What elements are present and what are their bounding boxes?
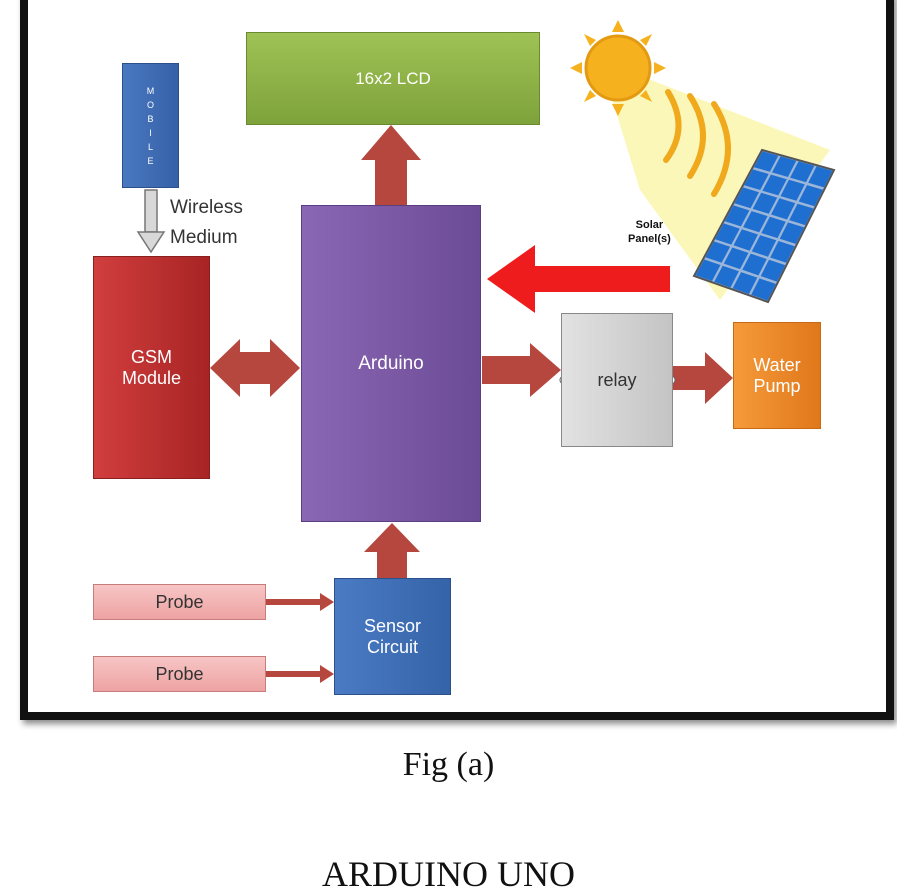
pump-line-1: Water: [753, 354, 801, 375]
sensor-circuit-block: Sensor Circuit: [334, 578, 451, 695]
solar-cell: [744, 169, 769, 190]
solar-cell: [743, 211, 768, 233]
mobile-letter: M: [146, 85, 155, 96]
mobile-label: M O B I L E: [147, 84, 155, 168]
solar-cell: [695, 259, 721, 281]
solar-cell: [751, 235, 777, 257]
sensor-arrow: [364, 523, 420, 578]
mobile-letter: O: [146, 99, 154, 110]
solar-line-2: Panel(s): [628, 233, 671, 245]
solar-cell: [742, 253, 767, 276]
solar-power-arrow: [487, 245, 670, 313]
relay-block: relay: [561, 313, 673, 447]
solar-cell: [798, 185, 823, 207]
sun-rays-icon: [663, 89, 731, 197]
sensor-line-2: Circuit: [366, 636, 418, 657]
wireless-arrow: [136, 189, 166, 254]
solar-cell: [772, 156, 797, 177]
probe-label: Probe: [155, 663, 204, 684]
solar-line-1: Solar: [635, 219, 664, 231]
probe-block-1: Probe: [93, 584, 266, 620]
lcd-arrow: [361, 125, 421, 205]
solar-cell: [790, 161, 815, 183]
solar-panel-icon: [692, 148, 836, 304]
probe-label: Probe: [155, 591, 204, 612]
solar-panel-label: Solar Panel(s): [628, 218, 671, 246]
gsm-line-1: GSM: [130, 346, 172, 367]
solar-cell: [760, 259, 786, 282]
mobile-block: M O B I L E: [122, 63, 179, 188]
solar-cell: [771, 198, 796, 220]
solar-cell: [789, 203, 814, 226]
solar-cell: [705, 241, 731, 263]
gsm-line-2: Module: [121, 367, 182, 388]
arduino-label: Arduino: [358, 352, 424, 374]
probe-block-2: Probe: [93, 656, 266, 692]
page-title: ARDUINO UNO: [322, 854, 575, 894]
solar-cell: [780, 179, 805, 201]
gsm-module-block: GSM Module: [93, 256, 210, 479]
water-pump-block: Water Pump: [733, 322, 821, 429]
solar-cell: [754, 151, 779, 172]
relay-arrow: [482, 343, 561, 397]
solar-cell: [752, 192, 778, 214]
solar-cell: [723, 247, 749, 270]
lcd-block: 16x2 LCD: [246, 32, 540, 125]
sun-icon: [570, 20, 666, 116]
solar-cell: [715, 223, 740, 245]
solar-cell: [733, 229, 758, 251]
solar-cell: [734, 187, 759, 209]
mobile-letter: I: [149, 127, 152, 138]
mobile-letter: L: [147, 141, 153, 152]
solar-cell: [761, 216, 786, 239]
figure-caption: Fig (a): [402, 746, 495, 783]
wireless-line-1: Wireless: [170, 197, 243, 218]
sun-beam: [600, 60, 830, 300]
relay-label: relay: [597, 369, 637, 390]
lcd-label: 16x2 LCD: [355, 68, 431, 88]
solar-cell: [724, 205, 750, 227]
solar-cell: [762, 174, 787, 196]
solar-cell: [770, 241, 795, 263]
solar-cell: [732, 272, 758, 294]
wireless-medium-label: Wireless Medium: [170, 193, 243, 253]
arduino-block: Arduino: [301, 205, 481, 522]
gsm-arduino-arrow: [210, 339, 300, 397]
mobile-letter: E: [147, 155, 154, 166]
mobile-letter: B: [147, 113, 154, 124]
probe-arrows: [266, 593, 334, 683]
pump-line-2: Pump: [753, 375, 801, 396]
pump-arrow: [673, 352, 733, 404]
sensor-line-1: Sensor: [363, 615, 422, 636]
solar-cell: [714, 265, 739, 288]
wireless-line-2: Medium: [170, 227, 238, 248]
solar-cell: [779, 222, 805, 244]
solar-cell: [808, 166, 833, 188]
solar-cell: [751, 278, 776, 301]
